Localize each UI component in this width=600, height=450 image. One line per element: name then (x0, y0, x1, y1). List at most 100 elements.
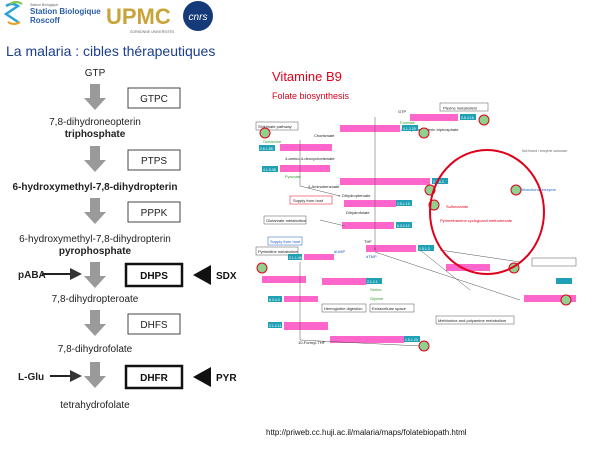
enzyme-box-dhfr (124, 364, 184, 390)
highlight-ellipse (429, 149, 545, 275)
ec-label: 1.5.1.20 (405, 338, 418, 342)
ec-box (366, 278, 382, 284)
dhfs-box (342, 222, 394, 229)
ec-box (556, 278, 572, 284)
ec-label: 2.6.1.85 (260, 147, 273, 151)
serine-label: Serine (370, 287, 382, 292)
methionine-box (435, 315, 515, 325)
extracellular-box (369, 303, 415, 313)
dtmp-label: dTMP (366, 254, 377, 259)
thymidylate-synthase-box (304, 254, 334, 260)
map-connectors (299, 117, 521, 347)
glutamate-metabolism-box (263, 215, 307, 225)
bifunctional-label: Bifunctional enzyme (520, 187, 557, 192)
ec-box (396, 200, 412, 206)
pathway-arrow (84, 146, 106, 172)
aminodeoxychorismate-synthase-box (280, 144, 332, 151)
glycine-label: Glycine (370, 296, 384, 301)
aminodeoxychorismate-lyase-box (280, 165, 330, 172)
dhfr-box (366, 245, 416, 252)
formyl-ligase-box (284, 296, 318, 302)
glutamine-label: Glutamine (263, 139, 282, 144)
aminobenzoate-label: 4-Aminobenzoate (308, 184, 340, 189)
methionine-label: Methionine and polyamine metabolism (438, 318, 507, 323)
gtp-cyclohydrolase-box (410, 114, 458, 121)
step-marker-icon (560, 294, 572, 306)
enzyme-box-dhps (124, 262, 184, 288)
station-biologique-logo: Station Biologique Station Biologique Ro… (3, 1, 101, 25)
chorismate-label: Chorismate (314, 133, 335, 138)
pterine-box (439, 102, 489, 112)
station-name-line2: Roscoff (30, 16, 60, 25)
formate-label: Formate (400, 120, 416, 125)
ec-label: 4.1.3.38 (263, 168, 276, 172)
enzyme-box-gtpc (127, 87, 181, 109)
step-marker-icon (478, 114, 490, 126)
ec-label: 4.1.2.25 (403, 127, 416, 131)
pterine-label: Pterine metabolism (443, 106, 478, 111)
gtp-label: GTP (398, 109, 407, 114)
input-paba: pABA (18, 270, 46, 281)
inhibitor-pyr: PYR (216, 373, 237, 384)
step-marker-icon (259, 127, 271, 139)
ptps-box (340, 125, 400, 132)
pyruvate-label: Pyruvate (285, 174, 302, 179)
compound-hmdhp-pp-line1: 6-hydroxymethyl-7,8-dihydropterin (19, 234, 171, 245)
pathway-arrow (84, 262, 106, 288)
ec-box (404, 336, 420, 342)
ec-label: 2.5.1.15 (397, 202, 410, 206)
ec-label: 2.1.2.1 (367, 280, 378, 284)
ec-label: 6.3.4.3 (269, 298, 280, 302)
mthfr-box (330, 336, 404, 343)
station-small-text: Station Biologique (30, 3, 58, 7)
compound-hmdhp: 6-hydroxymethyl-7,8-dihydropterin (12, 182, 177, 193)
compound-tetrahydrofolate: tetrahydrofolate (60, 400, 130, 411)
upmc-subtitle: SORBONNE UNIVERSITÉS (130, 29, 175, 34)
step-marker-icon (418, 340, 430, 352)
ec-label: 2.1.2.11 (269, 324, 281, 328)
right-enzyme-box (524, 295, 576, 302)
supply-label: Supply from host (293, 198, 324, 203)
ec-box (418, 245, 434, 251)
ec-label: 2.7.6.3 (433, 180, 444, 184)
dihydropteroate-label: Dihydropteroate (342, 193, 371, 198)
enzyme-box-dhfs (127, 313, 181, 335)
upmc-logo: UPMC SORBONNE UNIVERSITÉS (106, 4, 175, 34)
ec-box (432, 178, 448, 184)
ec-box (396, 222, 412, 228)
cnrs-text: cnrs (189, 12, 208, 23)
ec-box (402, 125, 418, 131)
hemoglobin-box (321, 303, 367, 313)
compound-dhn-tp-line1: 7,8-dihydroneopterin (49, 117, 141, 128)
step-marker-icon (256, 262, 268, 274)
serine-hydroxymethyltransferase-box (322, 278, 366, 285)
aminodeoxy-label: 4-amino-4-deoxychorismate (285, 156, 335, 161)
supply-from-host-box (289, 195, 333, 205)
shikimate-box (255, 121, 299, 131)
compound-gtp: GTP (85, 68, 106, 79)
pathway-arrow (84, 310, 106, 336)
thf-label: THF (364, 239, 372, 244)
ec-label: 6.3.2.12 (397, 224, 410, 228)
ec-box (259, 145, 275, 151)
extracellular-label: Extracellular space (372, 306, 407, 311)
ec-box (268, 322, 282, 328)
enzyme-dhps: DHPS (140, 271, 168, 282)
wave-icon (3, 1, 23, 25)
methylenetetrahydrofolate-box (284, 322, 328, 330)
supply-from-host-box-2 (267, 236, 303, 246)
bifunctional-dhfr-ts-box (262, 276, 306, 283)
upmc-text: UPMC (106, 4, 171, 29)
map-subtitle: Folate biosynthesis (272, 91, 350, 101)
ec-box (268, 296, 282, 302)
pppk-box (340, 178, 430, 185)
header-logos: Station Biologique Station Biologique Ro… (3, 1, 213, 34)
compound-dihydrofolate: 7,8-dihydrofolate (58, 344, 133, 355)
glutamate-label: Glutamate metabolism (266, 218, 307, 223)
enzyme-dhfs: DHFS (140, 320, 168, 331)
slide-title: La malaria : cibles thérapeutiques (6, 43, 215, 59)
kegg-folate-map: Vitamine B9 Folate biosynthesis Pterine … (255, 69, 577, 352)
folate-pathway-diagram: GTP GTPC 7,8-dihydroneopterin triphospha… (12, 68, 237, 411)
pyrimethamine-label: Pyrimethamine cycloguanil methotrexate (440, 218, 513, 223)
right-metabolism-box (531, 257, 577, 267)
